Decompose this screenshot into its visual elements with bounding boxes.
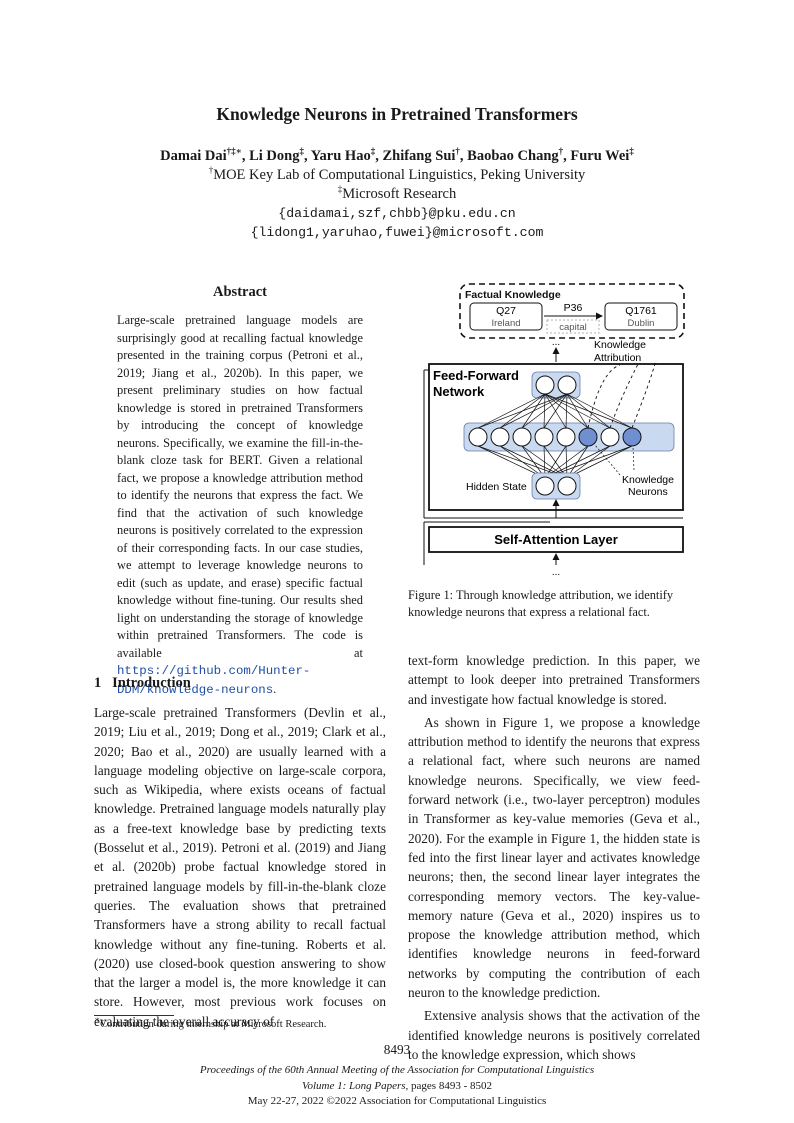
paragraph: Extensive analysis shows that the activa… bbox=[408, 1008, 700, 1062]
right-column-body: text-form knowledge prediction. In this … bbox=[408, 651, 700, 1064]
intro-body: Large-scale pretrained Transformers (Dev… bbox=[94, 705, 386, 1029]
paragraph: As shown in Figure 1, we propose a knowl… bbox=[408, 714, 700, 1001]
knowledge-neuron bbox=[578, 427, 598, 447]
ffn-neuron bbox=[600, 427, 620, 447]
factual-knowledge-label: Factual Knowledge bbox=[465, 289, 561, 301]
ffn-connections bbox=[477, 393, 633, 479]
hidden-node bbox=[535, 476, 555, 496]
figure-1: Factual Knowledge Q27 Ireland Q1761 Dubl… bbox=[420, 280, 700, 580]
attribution-label-line2: Attribution bbox=[594, 352, 641, 364]
ffn-neuron bbox=[490, 427, 510, 447]
proceedings-line: Volume 1: Long Papers, pages 8493 - 8502 bbox=[301, 1080, 493, 1092]
ffn-label-line2: Network bbox=[433, 384, 485, 399]
email-line: {daidamai,szf,chbb}@pku.edu.cn bbox=[278, 206, 516, 221]
paper-title: Knowledge Neurons in Pretrained Transfor… bbox=[216, 104, 578, 124]
author: Damai Dai†‡∗ bbox=[160, 146, 242, 164]
relation-name: capital bbox=[559, 322, 586, 333]
proceedings-line: May 22-27, 2022 ©2022 Association for Co… bbox=[247, 1095, 547, 1107]
footnote-rule bbox=[94, 1015, 174, 1016]
email-line: {lidong1,yaruhao,fuwei}@microsoft.com bbox=[250, 225, 544, 240]
relation-id: P36 bbox=[564, 302, 583, 314]
figure-caption: Figure 1: Through knowledge attribution,… bbox=[408, 588, 674, 619]
knowledge-neurons-label-line2: Neurons bbox=[628, 486, 668, 498]
self-attention-label: Self-Attention Layer bbox=[494, 532, 618, 547]
ffn-neuron bbox=[556, 427, 576, 447]
affiliation: ‡Microsoft Research bbox=[337, 184, 457, 202]
author: Zhifang Sui† bbox=[382, 146, 460, 164]
hidden-state-label: Hidden State bbox=[466, 481, 527, 493]
abstract-body: Large-scale pretrained language models a… bbox=[117, 313, 363, 697]
abstract-heading: Abstract bbox=[213, 284, 267, 300]
relation-name-box bbox=[546, 319, 600, 334]
paragraph: text-form knowledge prediction. In this … bbox=[408, 653, 700, 707]
factual-knowledge-box bbox=[459, 283, 685, 339]
author-list: Damai Dai†‡∗, Li Dong‡, Yaru Hao‡, Zhifa… bbox=[160, 146, 634, 164]
section-heading: 1 Introduction bbox=[94, 675, 191, 691]
ffn-label-line1: Feed-Forward bbox=[433, 368, 519, 383]
ffn-neuron bbox=[534, 427, 554, 447]
knowledge-neuron bbox=[622, 427, 642, 447]
self-attention-box bbox=[428, 526, 684, 553]
tail-entity-box bbox=[604, 302, 678, 331]
head-entity-box bbox=[469, 302, 543, 331]
output-node bbox=[557, 375, 577, 395]
tail-entity-id: Q1761 bbox=[625, 305, 657, 317]
author: Yaru Hao‡ bbox=[310, 146, 376, 164]
abstract-text: Large-scale pretrained language models a… bbox=[117, 313, 363, 660]
author: Li Dong‡ bbox=[249, 146, 304, 164]
footnote: ∗Contribution during internship at Micro… bbox=[94, 1014, 327, 1030]
ffn-neuron bbox=[468, 427, 488, 447]
knowledge-neurons-label-line1: Knowledge bbox=[622, 474, 674, 486]
head-entity-id: Q27 bbox=[496, 305, 516, 317]
author: Furu Wei‡ bbox=[570, 146, 634, 164]
author: Baobao Chang† bbox=[467, 146, 564, 164]
attribution-label-line1: Knowledge bbox=[594, 339, 646, 351]
page-number: 8493 bbox=[383, 1042, 411, 1057]
top-ellipsis: ... bbox=[552, 337, 560, 348]
bottom-ellipsis: ... bbox=[552, 567, 560, 578]
figure-diagram: Factual Knowledge Q27 Ireland Q1761 Dubl… bbox=[423, 283, 685, 578]
ffn-neuron bbox=[512, 427, 532, 447]
head-entity-name: Ireland bbox=[491, 318, 520, 329]
proceedings-line: Proceedings of the 60th Annual Meeting o… bbox=[199, 1064, 595, 1076]
output-node bbox=[535, 375, 555, 395]
tail-entity-name: Dublin bbox=[628, 318, 655, 329]
hidden-node bbox=[557, 476, 577, 496]
affiliation: †MOE Key Lab of Computational Linguistic… bbox=[208, 165, 586, 183]
code-link[interactable]: https://github.com/Hunter-DDM/knowledge-… bbox=[117, 664, 311, 697]
